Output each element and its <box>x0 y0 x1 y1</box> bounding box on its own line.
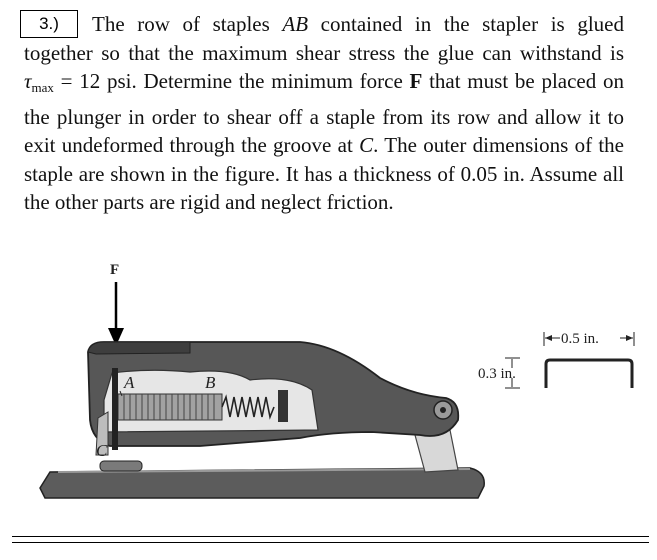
staple-row <box>117 393 223 421</box>
statement-part-5: . The outer dimensions of the staple are… <box>24 133 624 214</box>
height-dimension: 0.3 in. <box>478 366 516 382</box>
statement-part-2: contained in the stapler is glued togeth… <box>24 12 624 65</box>
label-c: C <box>96 441 108 460</box>
label-a-leader <box>119 390 123 397</box>
width-dimension: 0.5 in. <box>561 331 599 347</box>
tau-symbol: τ <box>24 69 32 93</box>
spring <box>221 394 275 420</box>
width-dim-arrow-right <box>626 335 633 341</box>
plunger <box>87 341 191 355</box>
stapler-base <box>39 467 485 499</box>
anvil <box>99 460 143 472</box>
staple-row-label: AB <box>282 12 309 36</box>
force-symbol: F <box>409 69 423 93</box>
stapler-figure: F A B C 0.5 in. 0. <box>39 262 635 499</box>
staple-outline <box>544 358 634 388</box>
problem-number: 3.) <box>39 14 59 33</box>
tau-subscript: max <box>31 80 54 95</box>
hinge-center <box>440 407 446 413</box>
front-blade <box>112 368 118 450</box>
statement-part-3: = 12 psi. Determine the minimum force <box>53 69 410 93</box>
bottom-rule-2 <box>12 542 649 543</box>
label-a: A <box>123 373 135 392</box>
statement-part-1: The row of staples <box>92 12 283 36</box>
pusher-block <box>278 390 288 422</box>
problem-statement: The row of staples AB contained in the s… <box>24 10 624 217</box>
groove-label: C <box>359 133 374 157</box>
groove-plate <box>95 411 109 456</box>
problem-number-box: 3.) <box>20 10 78 38</box>
statement-part-4: that must be placed on the plunger in or… <box>24 69 624 157</box>
width-dim-arrow-left <box>545 335 552 341</box>
staple-lines <box>123 394 215 420</box>
force-arrow-head <box>108 328 124 346</box>
label-b: B <box>205 373 216 392</box>
force-label: F <box>110 262 119 278</box>
bottom-rule-1 <box>12 536 649 537</box>
